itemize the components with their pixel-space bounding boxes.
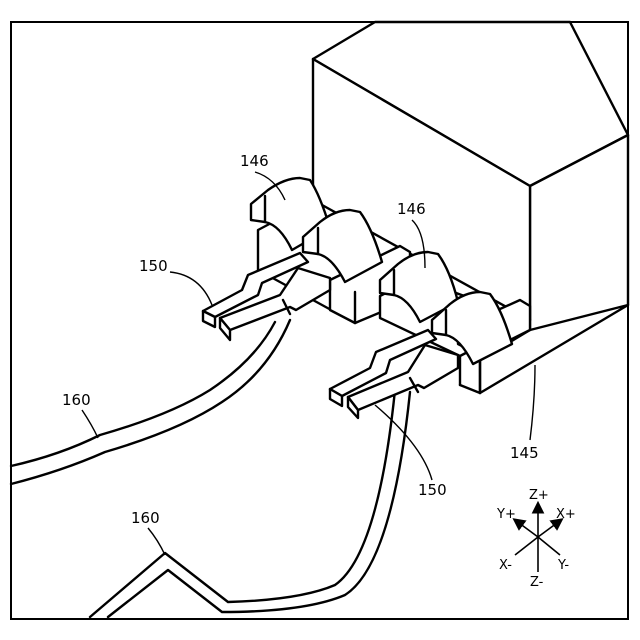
leader-145 (530, 365, 535, 440)
label-146-left: 146 (240, 152, 269, 170)
label-160-lower: 160 (131, 509, 160, 527)
leader-160-upper (82, 410, 98, 438)
leader-160-lower (148, 528, 165, 555)
label-146-right: 146 (397, 200, 426, 218)
axis-y-plus: Y+ (496, 507, 516, 522)
label-150-right: 150 (418, 481, 447, 499)
axis-z-minus: Z- (530, 575, 544, 590)
leader-150-left (170, 272, 212, 305)
axis-y-minus: Y- (557, 558, 569, 573)
label-160-upper: 160 (62, 391, 91, 409)
axis-z-plus: Z+ (529, 488, 549, 503)
axis-x-minus: X- (499, 558, 512, 573)
cable-upper (11, 320, 290, 484)
label-145: 145 (510, 444, 539, 462)
axis-x-plus: X+ (556, 507, 576, 522)
label-150-left: 150 (139, 257, 168, 275)
axis-triad: Z+ Z- X+ X- Y+ Y- (496, 488, 576, 590)
